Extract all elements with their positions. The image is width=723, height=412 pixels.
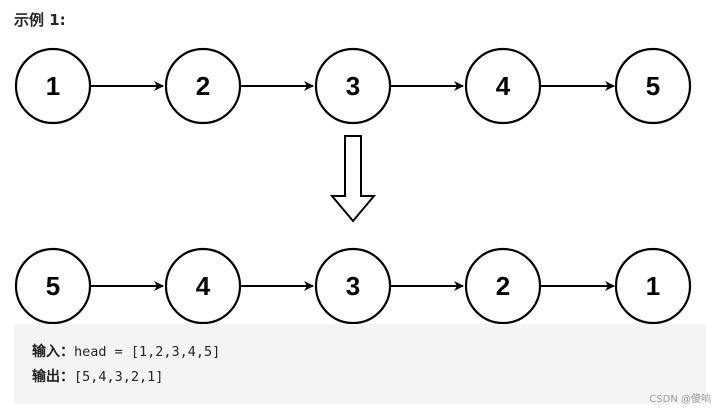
bottom-node-3-label: 3 [346,271,360,301]
top-node-2-label: 2 [196,71,210,101]
bottom-node-1: 5 [14,247,92,325]
bottom-node-2: 4 [164,247,242,325]
bottom-node-4-label: 2 [496,271,510,301]
reverse-down-arrow-icon [329,135,377,223]
top-list: 1 2 3 4 5 [14,47,692,125]
output-label: 输出： [32,369,74,385]
top-node-5: 5 [614,47,692,125]
input-line: 输入：head = [1,2,3,4,5] [32,341,220,361]
top-node-3: 3 [314,47,392,125]
bottom-node-5: 1 [614,247,692,325]
bottom-node-4: 2 [464,247,542,325]
output-value: [5,4,3,2,1] [74,369,164,385]
top-node-4-label: 4 [496,71,511,101]
bottom-node-3: 3 [314,247,392,325]
top-node-5-label: 5 [646,71,660,101]
bottom-list: 5 4 3 2 1 [14,247,692,325]
bottom-node-1-label: 5 [46,271,60,301]
bottom-node-2-label: 4 [196,271,211,301]
top-node-1-label: 1 [46,71,60,101]
top-node-3-label: 3 [346,71,360,101]
example-title: 示例 1: [14,11,66,29]
output-line: 输出：[5,4,3,2,1] [32,366,163,386]
top-node-2: 2 [164,47,242,125]
input-value: head = [1,2,3,4,5] [74,344,221,360]
input-label: 输入： [32,344,74,360]
top-node-1: 1 [14,47,92,125]
top-node-4: 4 [464,47,542,125]
watermark: CSDN @傻响 [649,394,711,405]
bottom-node-5-label: 1 [646,271,660,301]
example-code-block: 输入：head = [1,2,3,4,5] 输出：[5,4,3,2,1] [14,324,706,404]
